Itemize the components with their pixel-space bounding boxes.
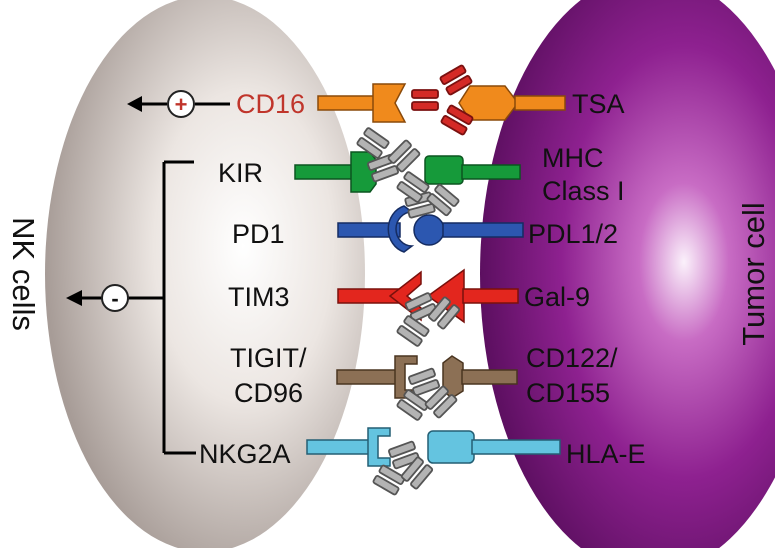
- nkg2a-receptor: [306, 427, 391, 467]
- cd122-label: CD122/: [526, 343, 618, 373]
- hlae-ligand: [427, 430, 561, 464]
- mhc-ligand: [424, 155, 521, 185]
- tsa-label: TSA: [572, 89, 625, 119]
- inhibitory-arrowhead: [66, 290, 82, 306]
- pdl-ligand: [413, 214, 524, 246]
- nkg2a-label: NKG2A: [199, 439, 291, 469]
- pd1-label: PD1: [232, 219, 285, 249]
- tigit-label: TIGIT/: [230, 343, 307, 373]
- cd16-receptor: [317, 83, 407, 123]
- cd155-label: CD155: [526, 378, 610, 408]
- minus-sign: -: [111, 286, 118, 311]
- pd1-receptor: [337, 205, 415, 253]
- cd96-label: CD96: [234, 378, 303, 408]
- pdl-label: PDL1/2: [528, 219, 618, 249]
- hlae-label: HLA-E: [566, 439, 646, 469]
- kir-label: KIR: [218, 158, 263, 188]
- gal9-label: Gal-9: [524, 282, 590, 312]
- tumor-cell: [480, 0, 775, 553]
- tim3-label: TIM3: [228, 282, 290, 312]
- tsa-ligand: [458, 85, 566, 121]
- cd122-ligand: [442, 355, 518, 399]
- cd16-label: CD16: [236, 89, 305, 119]
- plus-sign-circle: [167, 90, 195, 118]
- anti-nkg2a-antibody: [371, 440, 434, 497]
- tigit-receptor: [336, 355, 418, 399]
- nk-cells-label: NK cells: [6, 217, 41, 331]
- activating-arrow: [127, 96, 230, 112]
- plus-sign: +: [175, 92, 188, 117]
- minus-sign-circle: [101, 284, 129, 312]
- class-i-label: Class I: [542, 176, 625, 206]
- tumor-cell-label: Tumor cell: [736, 202, 771, 346]
- mhc-label: MHC: [542, 143, 604, 173]
- inhibitory-bracket: [128, 160, 196, 455]
- nk-cell: [45, 0, 365, 552]
